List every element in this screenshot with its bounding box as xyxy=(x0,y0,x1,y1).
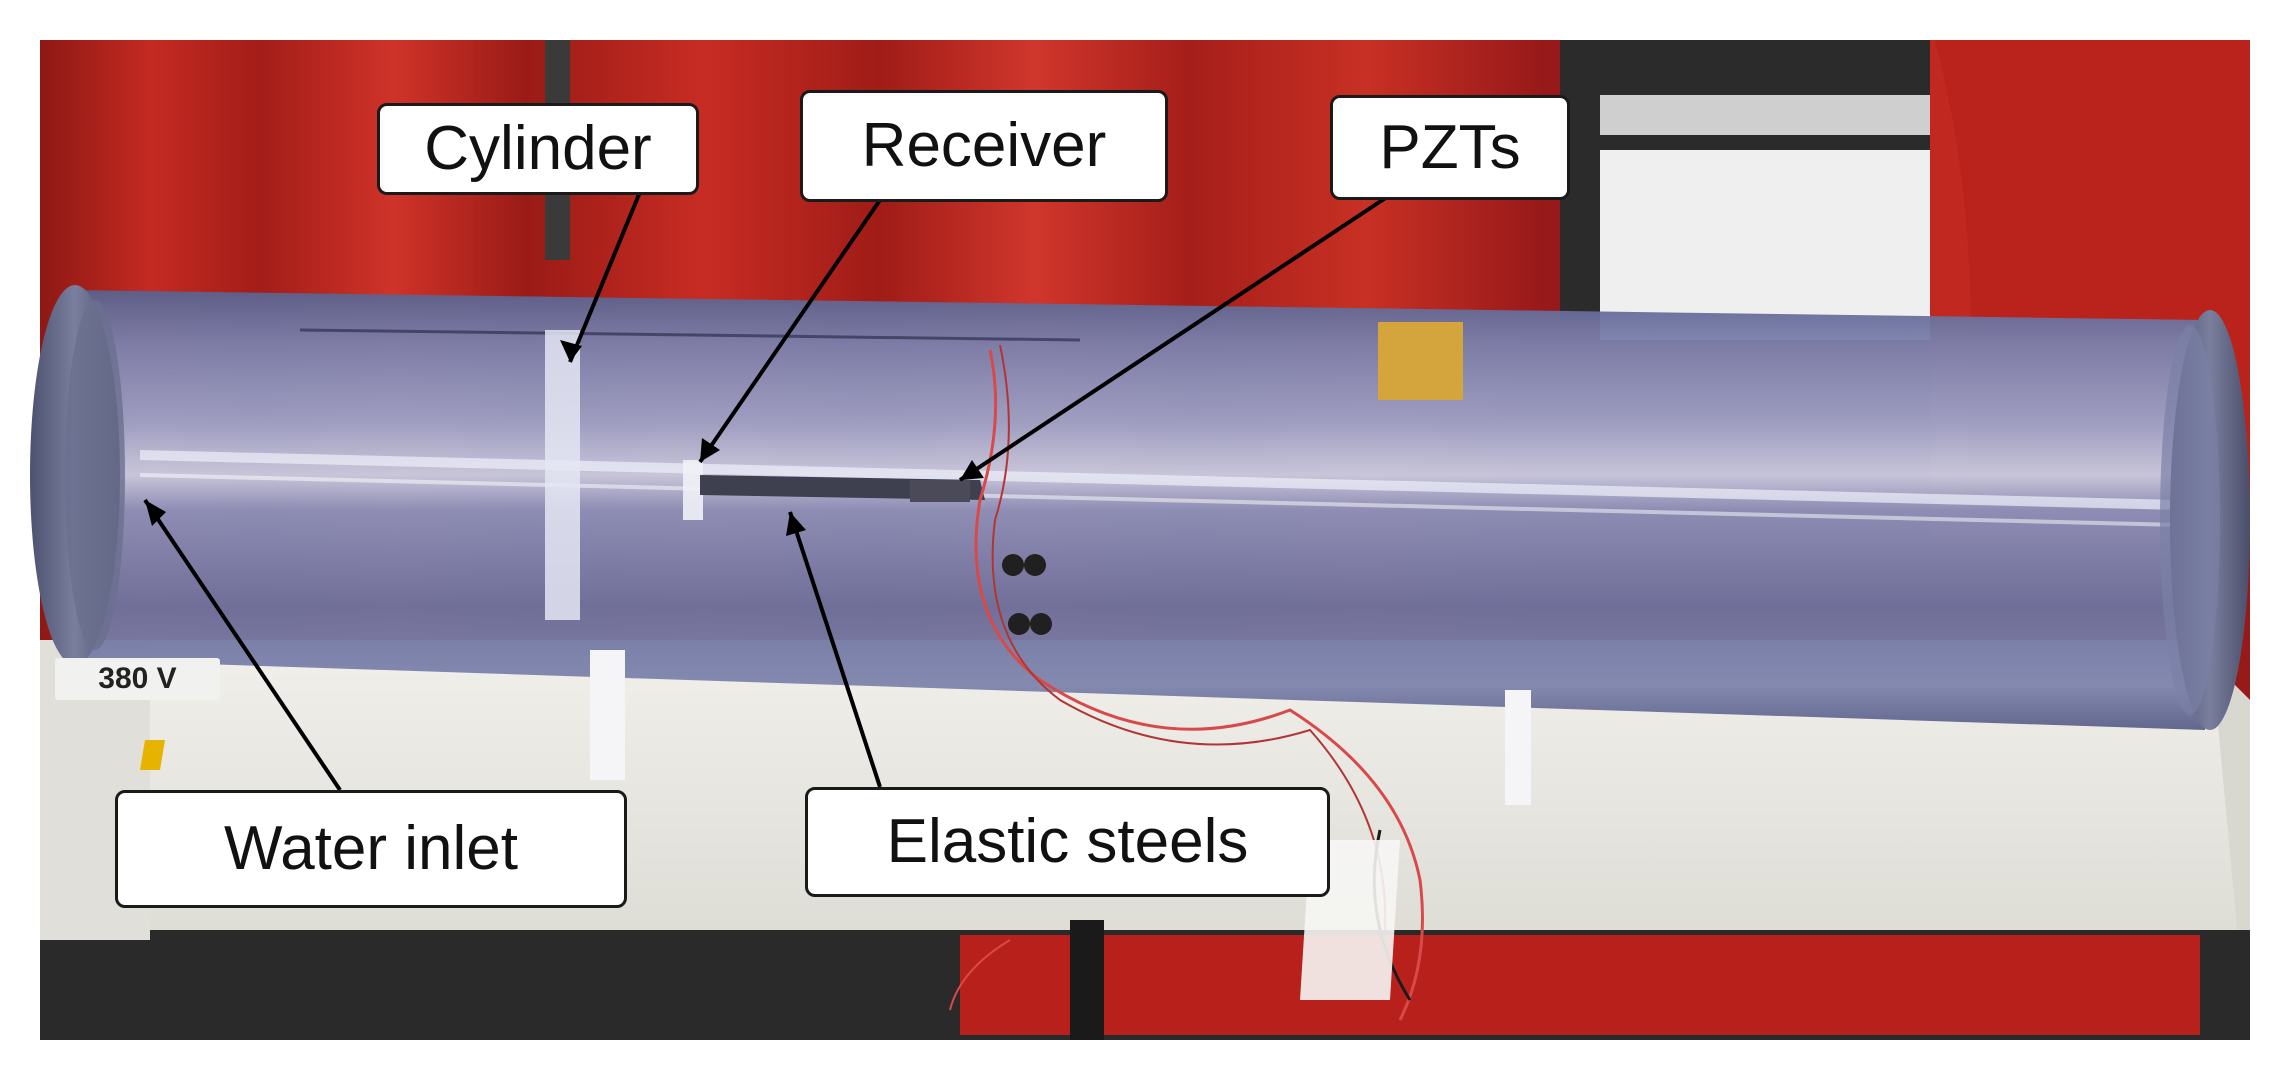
label-pzts: PZTs xyxy=(1330,95,1570,200)
label-cylinder: Cylinder xyxy=(377,103,699,195)
acrylic-tube xyxy=(57,290,2221,730)
label-water-inlet: Water inlet xyxy=(115,790,627,908)
annotation-arrows xyxy=(143,191,1392,792)
label-receiver: Receiver xyxy=(800,90,1168,202)
pzt-sensor xyxy=(1002,554,1024,576)
voltage-sticker: 380 V xyxy=(55,658,220,700)
label-elastic-steels: Elastic steels xyxy=(805,787,1330,897)
yellow-tape xyxy=(1378,322,1463,400)
cylinder xyxy=(545,330,580,620)
